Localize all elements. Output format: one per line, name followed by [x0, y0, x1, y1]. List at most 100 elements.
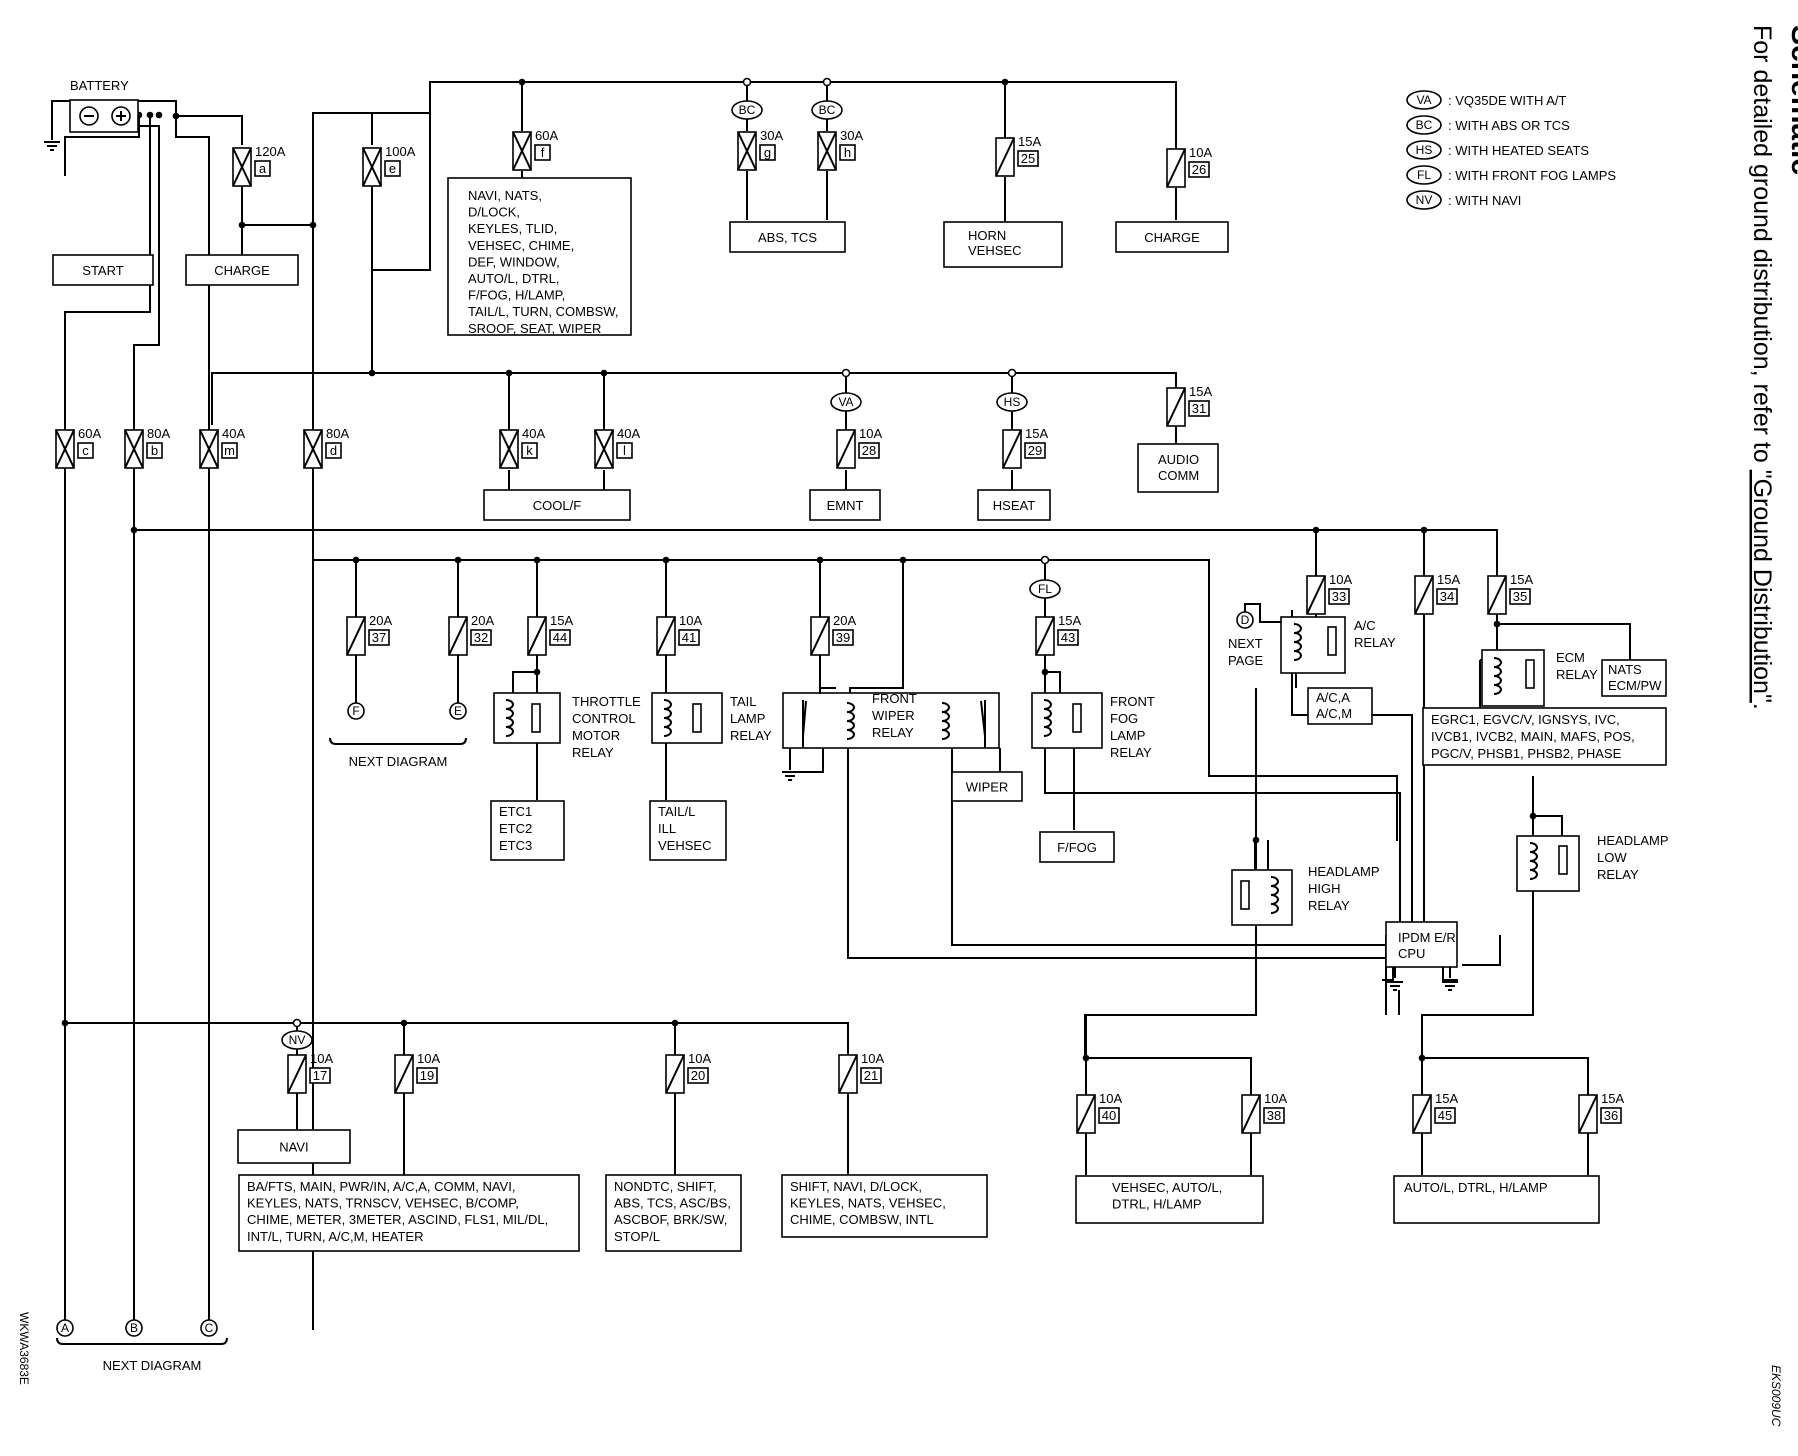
fuse-number-box	[416, 1067, 438, 1084]
battery-label: BATTERY	[70, 78, 129, 93]
fuse-rating: 10A	[688, 1051, 711, 1066]
relay-label: FOG	[1110, 711, 1138, 726]
relay-label: RELAY	[572, 745, 614, 760]
bafts-box-line: BA/FTS, MAIN, PWR/IN, A/C,A, COMM, NAVI,	[247, 1179, 515, 1194]
wiper-relay-switch	[980, 700, 986, 737]
junction-dot	[130, 526, 138, 534]
relay-label: LAMP	[1110, 728, 1145, 743]
fuse-number-box	[549, 629, 571, 646]
wiper-relay-lead	[819, 687, 836, 694]
legend-text: : WITH NAVI	[1448, 193, 1521, 208]
fuse-number: 29	[1028, 443, 1042, 458]
wire	[1045, 671, 1061, 693]
fusible-link-id: m	[224, 443, 235, 458]
fuse-element	[346, 616, 366, 656]
fuse-rating: 10A	[1189, 145, 1212, 160]
option-point	[1040, 555, 1050, 565]
egrc-box	[1422, 707, 1667, 766]
relay-coil	[1529, 842, 1538, 880]
emnt-box	[809, 489, 881, 521]
abs-tcs-box-label: ABS, TCS	[758, 230, 817, 245]
relay-label: RELAY	[1354, 635, 1396, 650]
fuse-element	[394, 1054, 414, 1094]
fusible-link-id-box	[759, 144, 776, 161]
fuse-number-box	[860, 1067, 882, 1084]
fuse-number-box	[470, 629, 492, 646]
fog-relay-body	[1031, 692, 1103, 749]
etc-box-line: ETC1	[499, 804, 532, 819]
option-point	[1007, 368, 1017, 378]
start-box-label: START	[82, 263, 123, 278]
ipdm-box	[1385, 921, 1458, 968]
legend-code: VA	[1416, 93, 1431, 107]
navi-nats-box-line: VEHSEC, CHIME,	[468, 238, 574, 253]
relay-label: RELAY	[1556, 667, 1598, 682]
fuse-number-box	[1188, 400, 1210, 417]
fusible-link-id-box	[221, 442, 238, 459]
wire	[1244, 603, 1281, 623]
junction-dot	[816, 556, 824, 564]
ground-note: For detailed ground distribution, refer …	[1748, 25, 1776, 470]
wire	[134, 529, 1498, 576]
relay-contact	[531, 703, 541, 733]
fuse-element	[836, 429, 856, 469]
fuse-number-box	[1263, 1107, 1285, 1124]
fuse-element	[448, 616, 468, 656]
fusible-link-id: e	[389, 161, 396, 176]
fuse-rating: 15A	[1601, 1091, 1624, 1106]
fusible-link-id-box	[146, 442, 163, 459]
nondtc-box-line: STOP/L	[614, 1229, 660, 1244]
relay-contact	[692, 703, 702, 733]
wire	[951, 736, 1386, 946]
relay-coil	[1270, 876, 1279, 914]
fuse-element	[1414, 575, 1434, 615]
tail-l-box-line: VEHSEC	[658, 838, 711, 853]
fuse-element	[527, 616, 547, 656]
junction-dot	[899, 556, 907, 564]
bafts-box-line: INT/L, TURN, A/C,M, HEATER	[247, 1229, 423, 1244]
legend-text: : WITH HEATED SEATS	[1448, 143, 1589, 158]
charge-box	[185, 254, 299, 286]
legend-code: BC	[1416, 118, 1433, 132]
navi-box	[237, 1129, 351, 1164]
title-block: Schematic For detailed ground distributi…	[1748, 25, 1798, 710]
fuse-number: 28	[862, 443, 876, 458]
hl-low-relay-body	[1516, 835, 1580, 892]
relay-label: TAIL	[730, 694, 757, 709]
vehsec-box-line: VEHSEC, AUTO/L,	[1112, 1180, 1222, 1195]
wire	[847, 748, 1386, 959]
junction-dot	[146, 111, 154, 119]
option-point	[822, 77, 832, 87]
legend-tag	[1406, 90, 1442, 110]
relay-coil	[846, 702, 855, 740]
option-tag-code: HS	[1004, 395, 1021, 409]
cool-f-box-label: COOL/F	[533, 498, 581, 513]
fusible-link-cross	[303, 429, 323, 469]
fuse-number: 38	[1267, 1108, 1281, 1123]
fuse-rating: 10A	[859, 426, 882, 441]
wire	[1382, 965, 1394, 981]
wire	[371, 82, 431, 271]
fusible-link-id-box	[839, 144, 856, 161]
fusible-link-rating: 30A	[760, 128, 783, 143]
fusible-link-rating: 80A	[326, 426, 349, 441]
relay-contact	[1525, 659, 1535, 689]
relay-label: CONTROL	[572, 711, 636, 726]
components	[44, 90, 1667, 1345]
shift-box	[781, 1174, 988, 1238]
wire	[51, 100, 70, 140]
fusible-link-id: b	[151, 443, 158, 458]
autol-box-line: AUTO/L, DTRL, H/LAMP	[1404, 1180, 1548, 1195]
ground-distribution-link[interactable]: "Ground Distribution"	[1748, 470, 1776, 703]
tail-relay-body	[651, 692, 723, 744]
relay-coil	[941, 702, 950, 740]
junction-dot	[1001, 78, 1009, 86]
fusible-link-cross	[55, 429, 75, 469]
junction-dot	[1252, 836, 1260, 844]
fuse-number-box	[858, 442, 880, 459]
wire	[1044, 743, 1401, 930]
relay-coil	[663, 699, 672, 737]
fuse-number-box	[1017, 150, 1039, 167]
junction-dot	[533, 556, 541, 564]
relay-coil	[1293, 623, 1302, 661]
